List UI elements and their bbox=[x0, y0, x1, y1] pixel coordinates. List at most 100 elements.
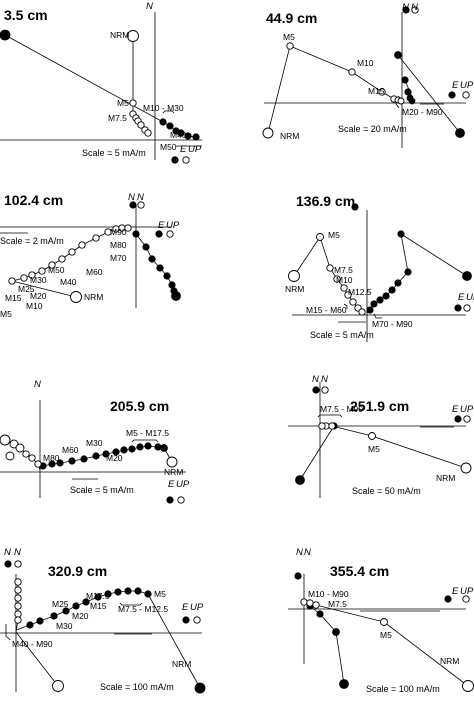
point-label: NRM bbox=[110, 30, 129, 40]
north-label: N bbox=[402, 2, 409, 13]
data-point-filled bbox=[404, 88, 412, 96]
north-label: N bbox=[304, 547, 311, 558]
east-label: E bbox=[452, 404, 459, 415]
data-point-filled bbox=[192, 133, 200, 141]
data-point-filled bbox=[194, 682, 206, 694]
panel-title: 136.9 cm bbox=[296, 193, 355, 209]
legend-filled-marker bbox=[454, 304, 462, 312]
data-point-filled bbox=[295, 475, 305, 485]
data-point-filled bbox=[134, 587, 142, 595]
vertical-projection-path bbox=[309, 605, 345, 685]
data-point-open bbox=[348, 68, 356, 76]
bracket bbox=[373, 313, 382, 319]
legend-filled-marker bbox=[351, 203, 359, 211]
north-label: N bbox=[146, 1, 153, 12]
data-point-filled bbox=[148, 255, 156, 263]
north-label: N bbox=[296, 547, 303, 558]
data-point-open bbox=[20, 274, 28, 282]
data-point-filled bbox=[184, 132, 192, 140]
point-label: M17.5 bbox=[86, 591, 110, 601]
point-label: M25 bbox=[18, 284, 35, 294]
point-label: M60 bbox=[62, 445, 79, 455]
data-point-filled bbox=[388, 286, 396, 294]
legend-open-marker bbox=[193, 616, 201, 624]
point-label: M5 bbox=[283, 32, 295, 42]
data-point-open bbox=[318, 422, 326, 430]
point-label: M50 bbox=[160, 142, 177, 152]
data-point-open bbox=[349, 298, 357, 306]
data-point-open bbox=[326, 264, 334, 272]
data-point-open bbox=[286, 42, 294, 50]
data-point-filled bbox=[92, 452, 100, 460]
data-point-filled bbox=[159, 118, 167, 126]
point-label: NRM bbox=[436, 473, 455, 483]
panel-title: 251.9 cm bbox=[350, 398, 409, 414]
data-point-open bbox=[300, 598, 308, 606]
data-point-filled bbox=[114, 588, 122, 596]
horizontal-projection-path bbox=[15, 582, 59, 687]
data-point-filled bbox=[168, 281, 176, 289]
data-point-filled bbox=[394, 51, 402, 59]
point-label: M7.5 - M12.5 bbox=[118, 604, 168, 614]
data-point-open bbox=[462, 680, 474, 692]
data-point-open bbox=[8, 277, 16, 285]
vertical-projection-path bbox=[4, 34, 197, 138]
data-point-filled bbox=[120, 446, 128, 454]
data-point-open bbox=[78, 241, 86, 249]
east-label: E bbox=[182, 602, 189, 613]
point-label: M30 bbox=[30, 275, 47, 285]
north-label: N bbox=[312, 374, 319, 385]
point-label: NRM bbox=[84, 292, 103, 302]
data-point-filled bbox=[48, 460, 56, 468]
point-label: M80 bbox=[110, 240, 127, 250]
data-point-open bbox=[58, 255, 66, 263]
point-label: M40 - M90 bbox=[12, 639, 53, 649]
point-label: M7.5 - M90 bbox=[320, 404, 363, 414]
data-point-open bbox=[48, 261, 56, 269]
legend-open-marker bbox=[462, 91, 470, 99]
data-point-filled bbox=[112, 448, 120, 456]
data-point-filled bbox=[72, 602, 80, 610]
data-point-open bbox=[14, 602, 22, 610]
data-point-open bbox=[460, 462, 472, 474]
east-label: E bbox=[168, 479, 175, 490]
panel-title: 355.4 cm bbox=[330, 563, 389, 579]
point-label: M20 - M90 bbox=[402, 107, 443, 117]
data-point-filled bbox=[160, 444, 168, 452]
point-label: M10 bbox=[26, 301, 43, 311]
bracket bbox=[317, 414, 343, 418]
legend-filled-marker bbox=[171, 156, 179, 164]
data-point-filled bbox=[370, 300, 378, 308]
data-point-open bbox=[340, 284, 348, 292]
panel-title: 44.9 cm bbox=[266, 10, 317, 26]
up-label: UP bbox=[190, 602, 204, 613]
point-label: M40 bbox=[60, 277, 77, 287]
up-label: UP bbox=[188, 144, 202, 155]
bracket bbox=[131, 439, 159, 443]
bracket bbox=[343, 303, 348, 309]
data-point-open bbox=[312, 601, 320, 609]
point-label: M12.5 bbox=[348, 287, 372, 297]
point-label: M5 bbox=[380, 630, 392, 640]
data-point-filled bbox=[166, 122, 174, 130]
east-label: E bbox=[452, 80, 459, 91]
point-label: M15 bbox=[368, 86, 385, 96]
data-point-open bbox=[397, 97, 405, 105]
north-label: N bbox=[128, 192, 135, 203]
data-point-open bbox=[380, 618, 388, 626]
legend-filled-marker bbox=[444, 595, 452, 603]
data-point-open bbox=[378, 88, 386, 96]
up-label: UP bbox=[460, 80, 474, 91]
legend-open-marker bbox=[321, 386, 329, 394]
data-point-open bbox=[15, 443, 25, 453]
point-label: M5 - M17.5 bbox=[126, 428, 169, 438]
data-point-open bbox=[34, 460, 42, 468]
point-label: M90 bbox=[110, 227, 127, 237]
point-label: M40 bbox=[170, 130, 187, 140]
data-point-filled bbox=[332, 628, 340, 636]
data-point-filled bbox=[50, 612, 58, 620]
legend-open-marker bbox=[14, 560, 22, 568]
legend-filled-marker bbox=[454, 415, 462, 423]
scale-label: Scale = 50 mA/m bbox=[352, 486, 421, 496]
data-point-filled bbox=[366, 306, 374, 314]
